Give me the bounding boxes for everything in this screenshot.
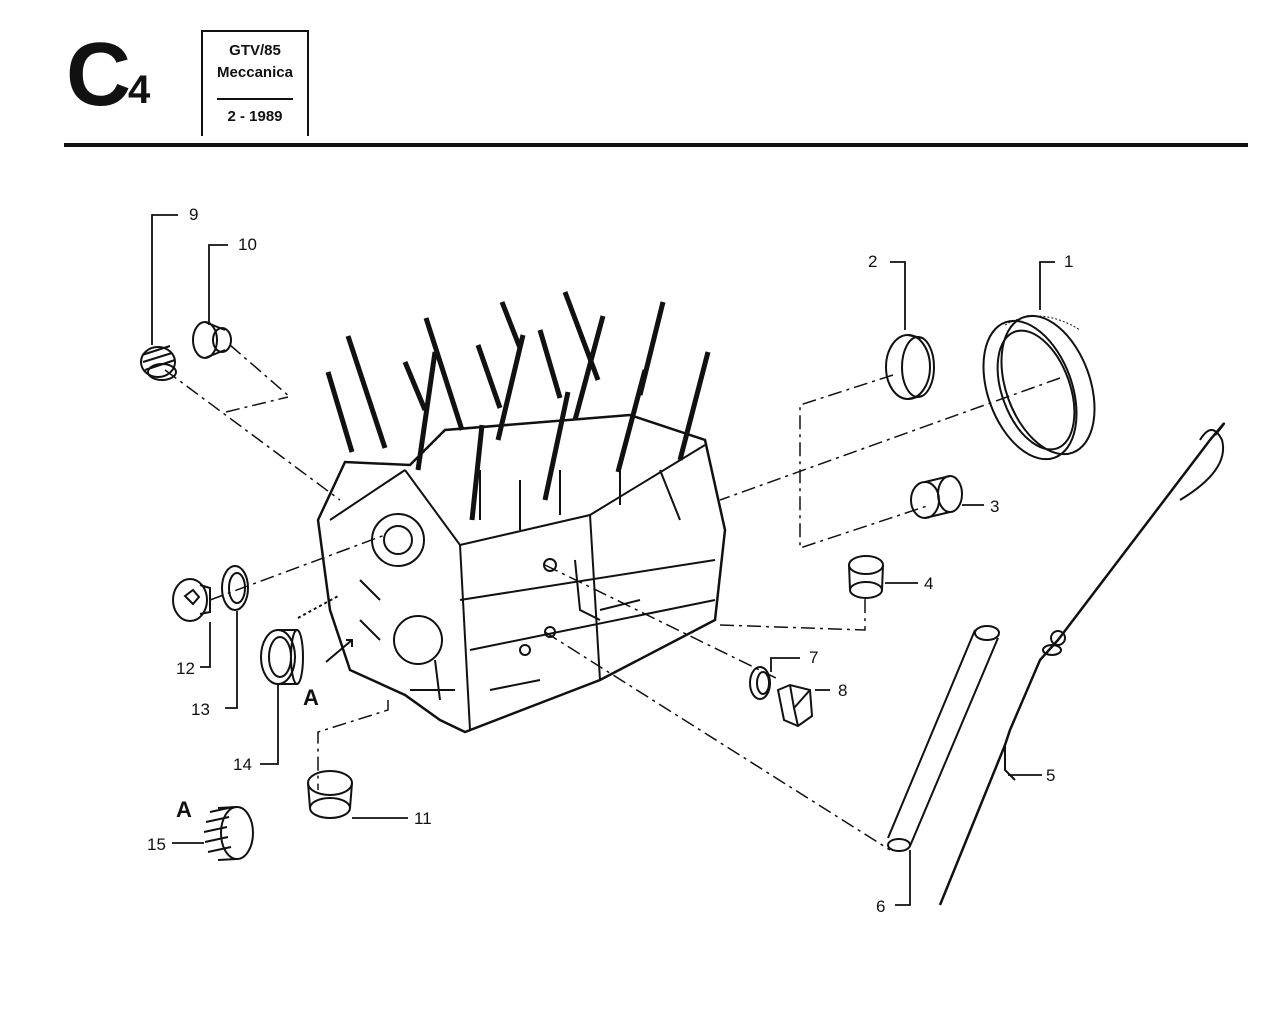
group-label: Meccanica — [217, 64, 293, 81]
part-14-seal-ring — [260, 629, 304, 685]
detail-marker-block: A — [303, 685, 319, 710]
callout-12: 12 — [176, 659, 195, 678]
date-label: 2 - 1989 — [227, 108, 283, 125]
section-number: 4 — [128, 68, 151, 112]
part-11-bushing — [307, 770, 353, 819]
part-13-washer — [221, 565, 249, 611]
engine-block — [316, 413, 727, 734]
callout-15: 15 — [147, 835, 166, 854]
part-4-bushing — [848, 555, 884, 599]
callout-4: 4 — [924, 574, 933, 593]
detail-marker-part: A — [176, 797, 192, 822]
callout-1: 1 — [1064, 252, 1073, 271]
header-rule — [64, 143, 1248, 147]
part-8-drain-plug — [776, 683, 814, 728]
part-1-rear-seal — [982, 314, 1096, 461]
part-15-threaded-plug — [203, 806, 254, 861]
section-letter: C — [66, 25, 131, 125]
part-9-threaded-plug — [140, 345, 177, 381]
callout-6: 6 — [876, 897, 885, 916]
callout-8: 8 — [838, 681, 847, 700]
part-6-dipstick-tube — [887, 625, 1000, 852]
part-2-cap — [885, 334, 935, 400]
part-12-plug — [172, 578, 211, 622]
callout-3: 3 — [990, 497, 999, 516]
callout-leaders — [151, 214, 1055, 906]
part-5-dipstick — [938, 422, 1225, 906]
callout-5: 5 — [1046, 766, 1055, 785]
callout-14: 14 — [233, 755, 252, 774]
leader-lines — [164, 344, 1061, 851]
callout-10: 10 — [238, 235, 257, 254]
title-box: GTV/85 Meccanica 2 - 1989 — [201, 30, 309, 136]
model-label: GTV/85 — [229, 42, 281, 59]
part-3-bushing — [910, 475, 963, 519]
callout-7: 7 — [809, 648, 818, 667]
title-box-divider — [217, 98, 293, 100]
callout-2: 2 — [868, 252, 877, 271]
callout-13: 13 — [191, 700, 210, 719]
callout-11: 11 — [414, 809, 432, 828]
cylinder-head-studs — [325, 291, 711, 521]
part-10-cup-plug — [192, 321, 232, 359]
part-7-washer — [749, 666, 771, 700]
callout-9: 9 — [189, 205, 198, 224]
detail-a-arrows — [297, 594, 353, 663]
